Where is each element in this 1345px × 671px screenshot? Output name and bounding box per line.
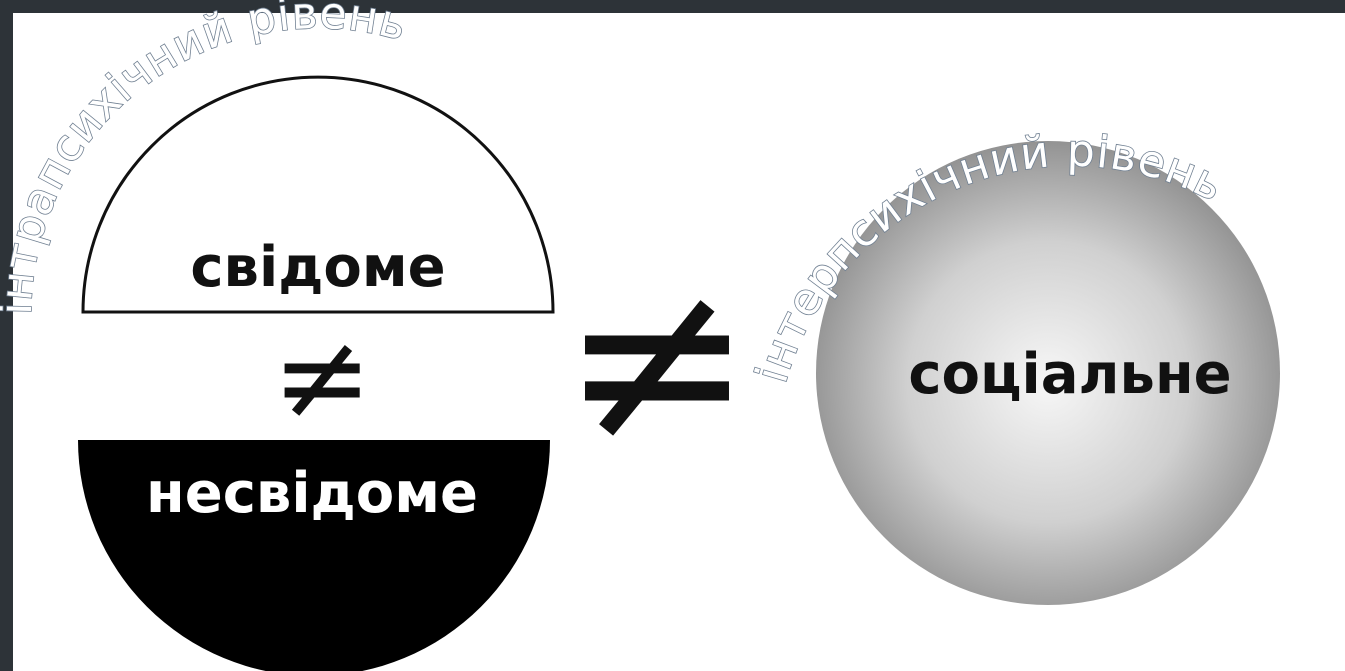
social-label: соціальне <box>908 342 1231 407</box>
social-sphere <box>816 141 1280 605</box>
unconscious-bowl <box>78 440 550 671</box>
inner-not-equal-sign: ≠ <box>272 308 373 447</box>
main-not-equal-sign: ≠ <box>561 228 754 495</box>
conscious-dome <box>81 75 555 314</box>
unconscious-label: несвідоме <box>146 461 478 526</box>
conscious-label: свідоме <box>190 235 445 300</box>
